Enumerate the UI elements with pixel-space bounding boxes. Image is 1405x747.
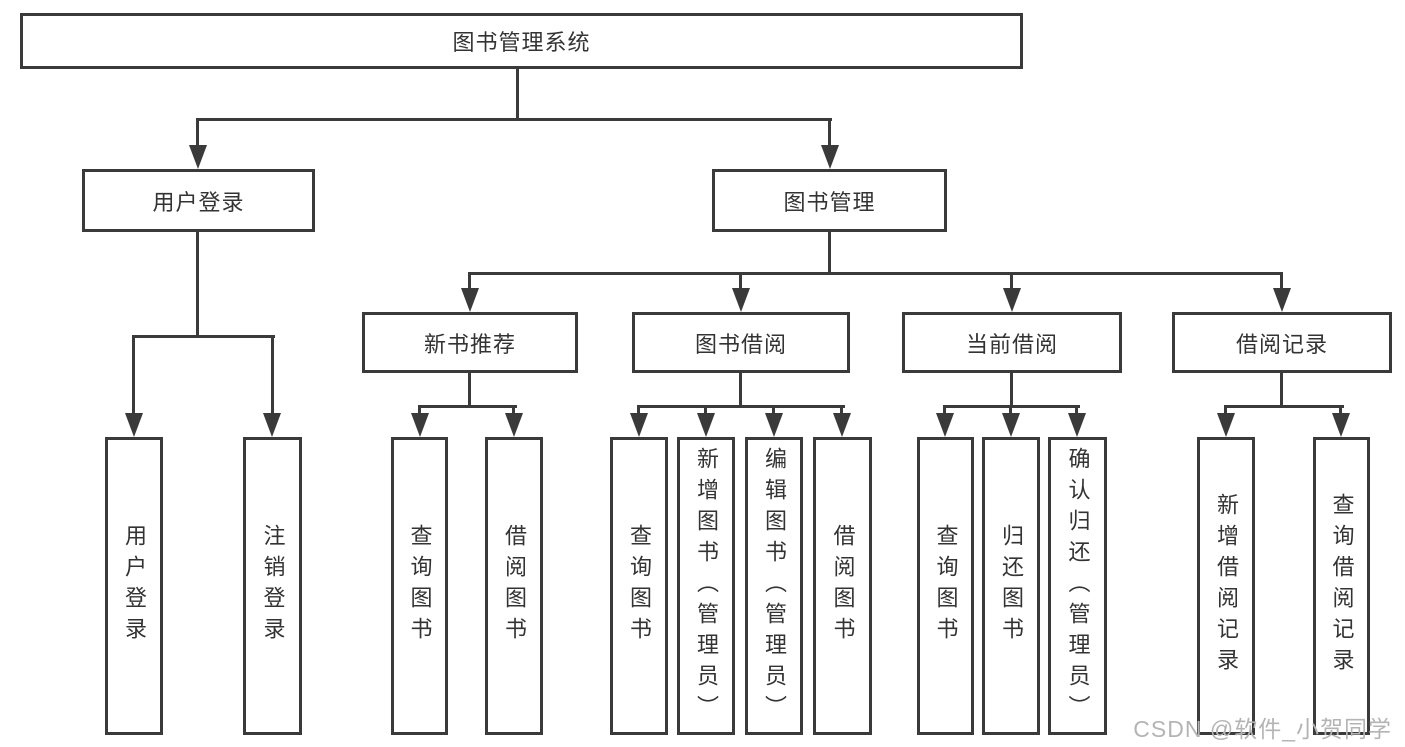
connector-drop xyxy=(739,275,742,293)
leaf-current-confirm-return-admin: 确认归还（管理员） xyxy=(1048,437,1107,735)
connector-drop xyxy=(1280,275,1283,293)
leaf-records-add-record-label: 新增借阅记录 xyxy=(1214,493,1239,679)
arrowhead-down-icon xyxy=(411,413,429,437)
arrowhead-down-icon xyxy=(189,145,207,169)
node-current-borrow-label: 当前借阅 xyxy=(965,331,1058,357)
node-root-label: 图书管理系统 xyxy=(452,30,591,55)
arrowhead-down-icon xyxy=(505,413,523,437)
node-borrow-records-label: 借阅记录 xyxy=(1235,331,1328,357)
connector-bar xyxy=(196,118,832,121)
csdn-watermark: CSDN @软件_小贺同学 xyxy=(1133,716,1392,742)
leaf-current-query-books-label: 查询图书 xyxy=(933,524,959,648)
arrowhead-down-icon xyxy=(1068,413,1086,437)
node-book-management: 图书管理 xyxy=(712,169,947,232)
leaf-current-return-books-label: 归还图书 xyxy=(999,524,1024,648)
arrowhead-down-icon xyxy=(936,413,954,437)
connector-bar xyxy=(637,405,845,408)
leaf-borrow-borrow-books-label: 借阅图书 xyxy=(830,524,856,648)
leaf-borrow-add-books-admin-label: 新增图书（管理员） xyxy=(694,446,719,726)
leaf-current-return-books: 归还图书 xyxy=(982,437,1040,735)
connector-stem xyxy=(516,69,519,121)
arrowhead-down-icon xyxy=(1332,413,1350,437)
leaf-recommend-borrow-books: 借阅图书 xyxy=(485,437,543,735)
node-book-borrow-label: 图书借阅 xyxy=(694,331,787,357)
leaf-borrow-edit-books-admin: 编辑图书（管理员） xyxy=(745,437,803,735)
connector-stem xyxy=(468,373,471,408)
arrowhead-down-icon xyxy=(765,413,783,437)
node-new-book-recommend: 新书推荐 xyxy=(362,312,578,373)
connector-bar xyxy=(468,272,1283,275)
arrowhead-down-icon xyxy=(1217,413,1235,437)
leaf-records-query-record-label: 查询借阅记录 xyxy=(1329,493,1355,679)
leaf-user-login-label: 用户登录 xyxy=(122,524,147,648)
connector-stem xyxy=(739,373,742,408)
node-borrow-records: 借阅记录 xyxy=(1172,312,1392,373)
node-root: 图书管理系统 xyxy=(20,13,1023,69)
connector-stem xyxy=(196,232,199,338)
arrowhead-down-icon xyxy=(1003,288,1021,312)
connector-drop xyxy=(828,121,831,150)
connector-bar xyxy=(1224,405,1344,408)
arrowhead-down-icon xyxy=(1002,413,1020,437)
leaf-recommend-query-books-label: 查询图书 xyxy=(407,524,433,648)
leaf-logout-label: 注销登录 xyxy=(260,524,286,648)
connector-drop xyxy=(196,121,199,150)
leaf-borrow-edit-books-admin-label: 编辑图书（管理员） xyxy=(762,446,787,726)
arrowhead-down-icon xyxy=(697,413,715,437)
leaf-logout: 注销登录 xyxy=(243,437,302,735)
node-user-login: 用户登录 xyxy=(82,169,315,232)
connector-stem xyxy=(828,232,831,275)
connector-drop xyxy=(1010,275,1013,293)
node-book-borrow: 图书借阅 xyxy=(632,312,850,373)
leaf-current-confirm-return-admin-label: 确认归还（管理员） xyxy=(1065,446,1091,726)
node-user-login-label: 用户登录 xyxy=(152,189,245,215)
node-current-borrow: 当前借阅 xyxy=(902,312,1122,373)
arrowhead-down-icon xyxy=(821,145,839,169)
connector-bar xyxy=(132,335,275,338)
leaf-borrow-query-books: 查询图书 xyxy=(610,437,668,735)
connector-bar xyxy=(418,405,517,408)
leaf-borrow-add-books-admin: 新增图书（管理员） xyxy=(677,437,735,735)
connector-drop xyxy=(271,338,274,418)
leaf-records-query-record: 查询借阅记录 xyxy=(1313,437,1370,735)
arrowhead-down-icon xyxy=(1273,288,1291,312)
leaf-current-query-books: 查询图书 xyxy=(917,437,974,735)
arrowhead-down-icon xyxy=(125,413,143,437)
leaf-borrow-query-books-label: 查询图书 xyxy=(627,524,652,648)
arrowhead-down-icon xyxy=(461,288,479,312)
node-book-management-label: 图书管理 xyxy=(783,189,876,215)
arrowhead-down-icon xyxy=(732,288,750,312)
arrowhead-down-icon xyxy=(263,413,281,437)
leaf-recommend-borrow-books-label: 借阅图书 xyxy=(502,524,527,648)
connector-drop xyxy=(468,275,471,293)
leaf-records-add-record: 新增借阅记录 xyxy=(1197,437,1255,735)
leaf-borrow-borrow-books: 借阅图书 xyxy=(813,437,872,735)
connector-bar xyxy=(943,405,1080,408)
connector-stem xyxy=(1280,373,1283,408)
leaf-user-login: 用户登录 xyxy=(105,437,163,735)
arrowhead-down-icon xyxy=(630,413,648,437)
connector-stem xyxy=(1010,373,1013,408)
leaf-recommend-query-books: 查询图书 xyxy=(391,437,448,735)
arrowhead-down-icon xyxy=(833,413,851,437)
node-new-book-recommend-label: 新书推荐 xyxy=(423,331,516,357)
connector-drop xyxy=(132,338,135,418)
